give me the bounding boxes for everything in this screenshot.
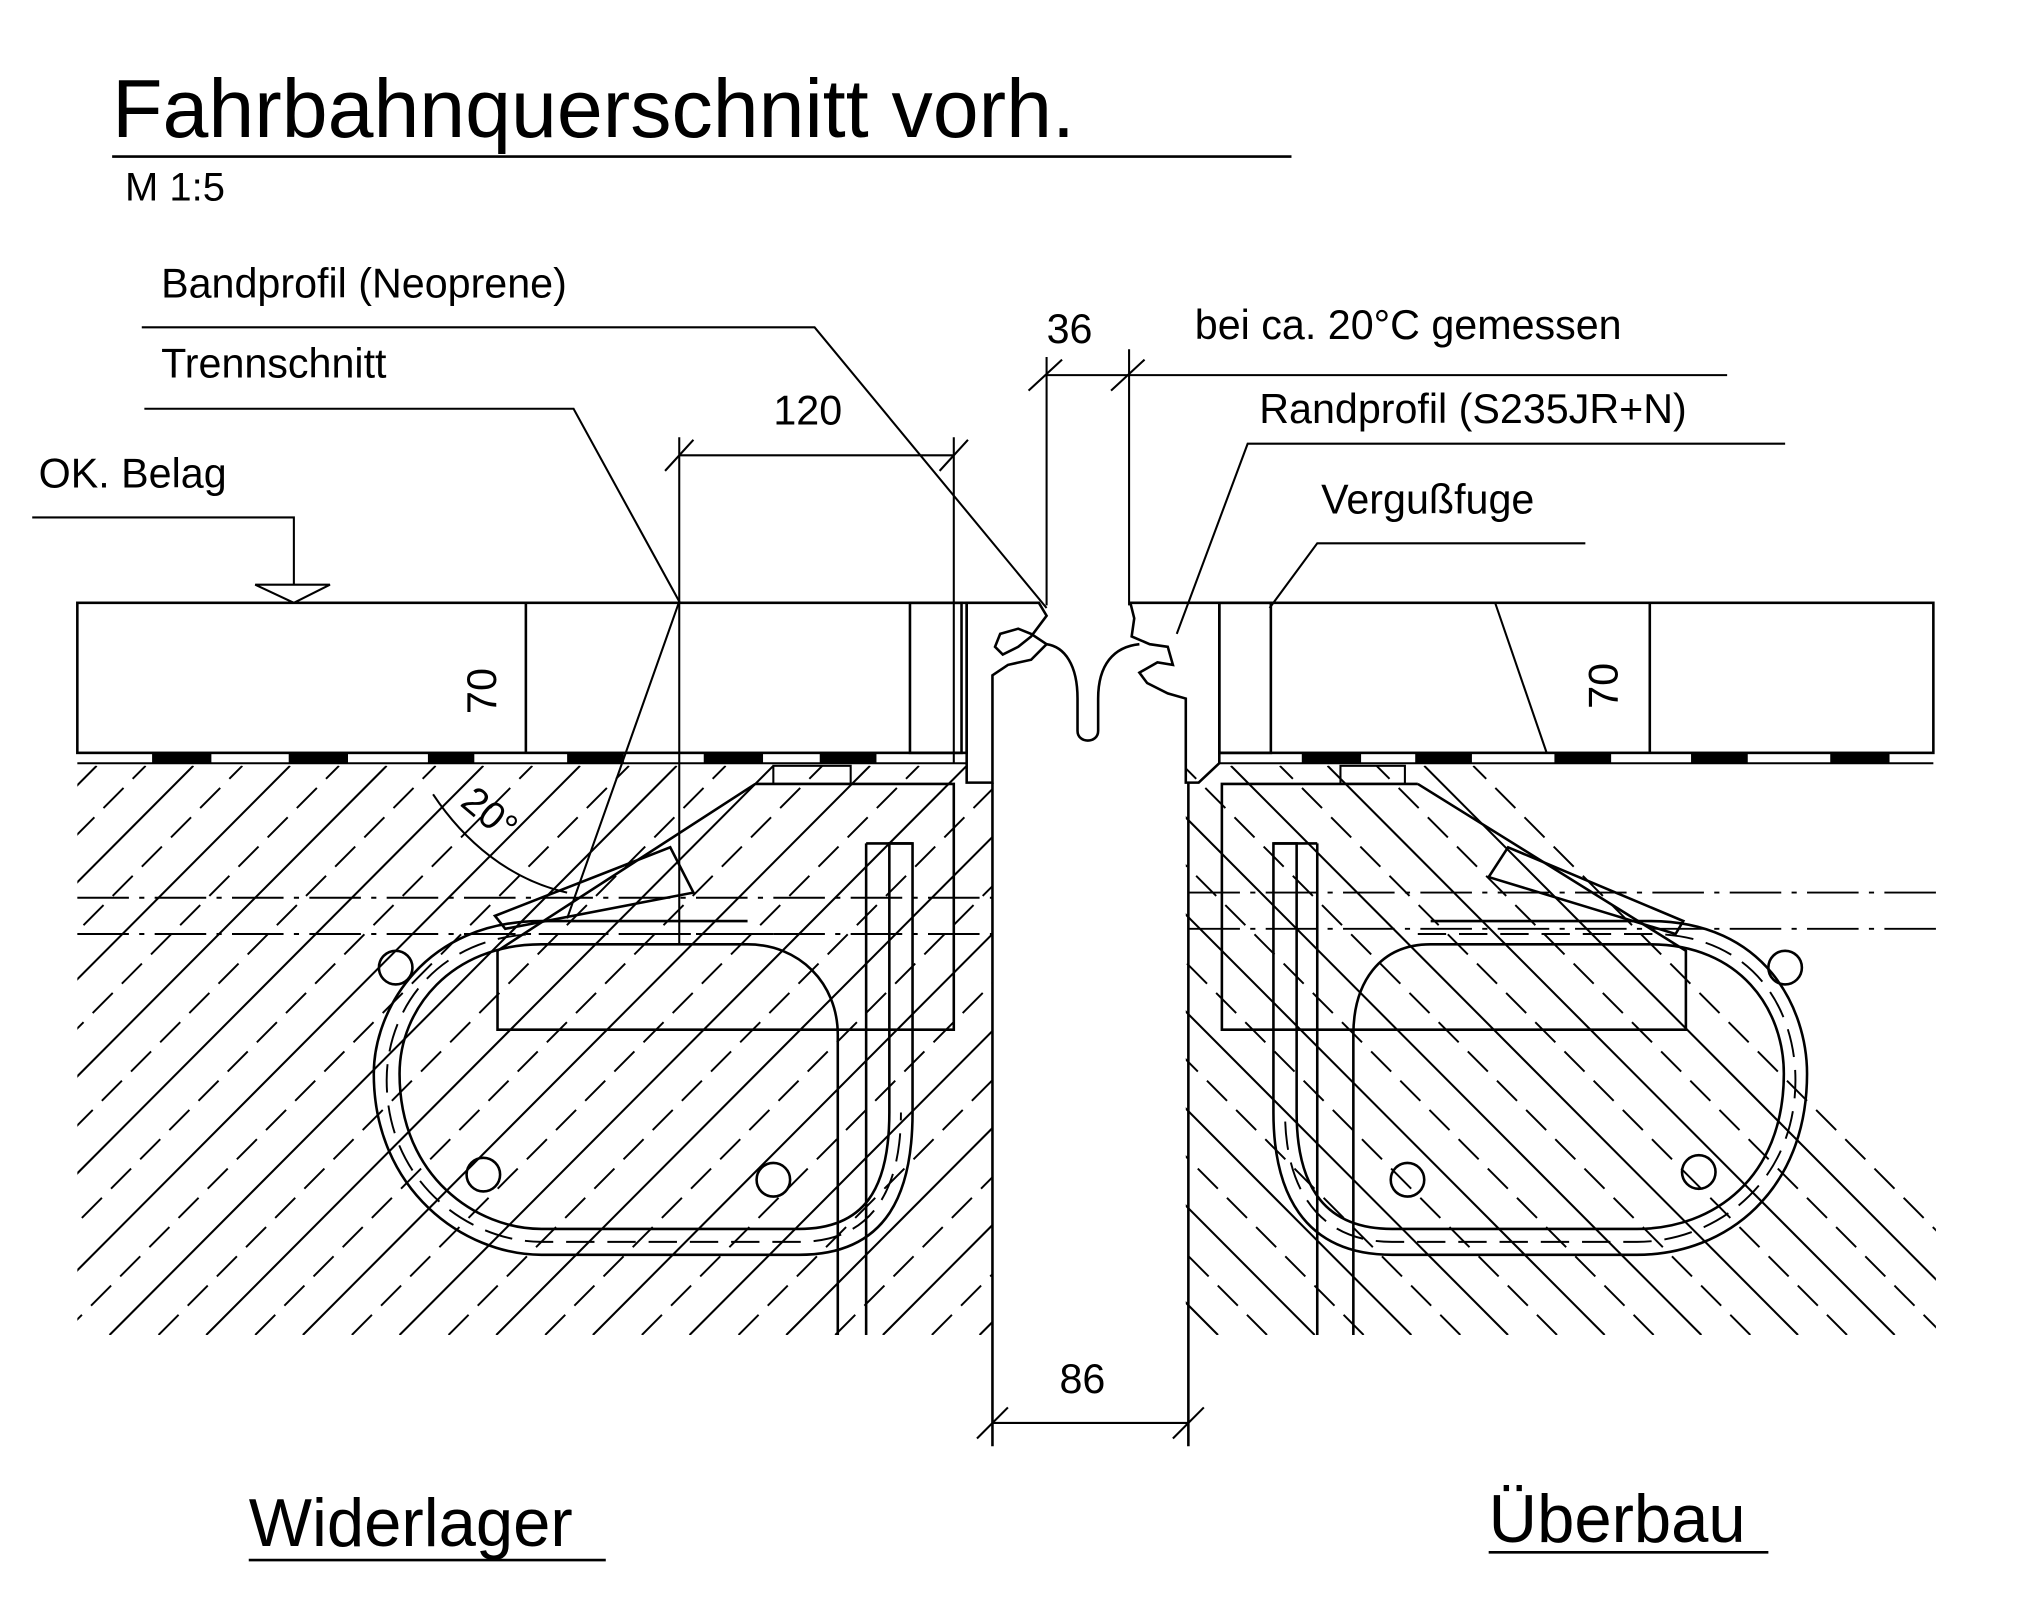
hatch-line-dashed xyxy=(157,765,727,1335)
hatch-line xyxy=(77,765,291,981)
hatch-line-dashed xyxy=(1375,765,1936,1329)
pavement-left xyxy=(76,601,968,755)
hatch-line xyxy=(688,1029,993,1335)
label-vergussfuge: Vergußfuge xyxy=(1321,476,1534,522)
strip-dash xyxy=(1301,752,1362,764)
strip-dash xyxy=(819,752,877,764)
hatch-line xyxy=(77,765,388,1078)
hatch-line-dashed xyxy=(1185,767,1752,1335)
strip-dash xyxy=(1830,752,1890,764)
hatch-line xyxy=(77,765,485,1175)
hatch-line-dashed xyxy=(834,1175,993,1335)
hatch-line-dashed xyxy=(737,1078,993,1335)
strip-dash xyxy=(152,752,212,764)
hatch-line xyxy=(1230,765,1799,1335)
hatch-line xyxy=(302,765,871,1335)
dimension-lines xyxy=(664,349,1205,1440)
dimension-36: 36 xyxy=(1047,306,1093,352)
hatch-line-dashed xyxy=(77,765,630,1321)
hatch-line xyxy=(495,835,993,1335)
label-trennschnitt: Trennschnitt xyxy=(161,341,387,387)
hatch-line-dashed xyxy=(77,765,147,836)
dimension-86: 86 xyxy=(1059,1356,1105,1402)
superstructure-concrete-hatch xyxy=(0,765,1936,1335)
rebar-loop-right xyxy=(1272,842,1809,1335)
hatch-line-dashed xyxy=(1279,765,1848,1335)
anchor-block-right xyxy=(1220,782,1688,1031)
edge-profile-right xyxy=(1128,601,1221,784)
strip-dash xyxy=(567,752,624,764)
strip-dash xyxy=(703,752,764,764)
dimension-120: 120 xyxy=(773,387,842,433)
hatch-line xyxy=(77,765,98,787)
pavement-right xyxy=(1218,601,1935,755)
hatch-line-dashed xyxy=(1472,765,1936,1232)
dimension-70-right: 70 xyxy=(1581,663,1627,709)
hatch-line-dashed xyxy=(0,766,49,1335)
hatch-line xyxy=(77,765,581,1272)
hatch-line-dashed xyxy=(1185,1058,1462,1335)
hatch-line xyxy=(1423,765,1936,1281)
hatch-line-dashed xyxy=(1185,864,1655,1335)
label-ueberbau: Überbau xyxy=(1489,1482,1746,1557)
hatch-line xyxy=(205,765,775,1335)
label-temperature-note: bei ca. 20°C gemessen xyxy=(1195,302,1622,348)
label-ok-belag: OK. Belag xyxy=(39,451,227,497)
hatch-line-dashed xyxy=(77,765,437,1127)
strip-dash xyxy=(1691,752,1748,764)
rebar-loop-left xyxy=(372,842,914,1335)
hatch-line xyxy=(592,932,993,1335)
angle-20-degrees: 20° xyxy=(453,779,525,850)
hatch-line xyxy=(1185,1010,1509,1335)
hatch-line-dashed xyxy=(77,765,340,1030)
drawing-title: Fahrbahnquerschnitt vorh. xyxy=(112,62,1075,155)
waterproofing-strip xyxy=(77,751,1934,765)
edge-profile-left xyxy=(965,601,1049,784)
scale-label: M 1:5 xyxy=(125,165,225,209)
label-widerlager: Widerlager xyxy=(249,1486,573,1561)
vergussfuge-joint xyxy=(1218,601,1273,755)
strip-dash xyxy=(1554,752,1612,764)
hatch-line-dashed xyxy=(1185,961,1558,1335)
strip-dash xyxy=(427,752,475,764)
hatch-line xyxy=(77,765,195,884)
hatch-line-dashed xyxy=(544,884,993,1335)
hatch-line-dashed xyxy=(1125,766,1692,1335)
hatch-line-dashed xyxy=(641,981,993,1335)
dimension-70-left: 70 xyxy=(459,668,505,714)
strip-dash xyxy=(288,752,349,764)
hatch-line xyxy=(1326,765,1896,1335)
hatch-line-dashed xyxy=(447,787,993,1335)
hatch-line-dashed xyxy=(1185,1155,1365,1335)
hatch-line-dashed xyxy=(77,765,243,933)
abutment-concrete-hatch xyxy=(0,765,1692,1335)
hatch-line xyxy=(882,1223,993,1335)
hatch-line xyxy=(398,765,968,1335)
hatch-line-dashed xyxy=(254,765,824,1335)
label-randprofil: Randprofil (S235JR+N) xyxy=(1259,386,1686,432)
strip-dash xyxy=(1415,752,1472,764)
neoprene-band-profile xyxy=(1046,642,1140,742)
hatch-line xyxy=(0,766,541,1335)
hatch-line-dashed xyxy=(77,765,534,1224)
label-bandprofil: Bandprofil (Neoprene) xyxy=(161,260,567,306)
hatch-line xyxy=(785,1126,993,1335)
hatch-line-dashed xyxy=(351,765,920,1335)
leader-lines xyxy=(32,326,1786,919)
hatch-line xyxy=(1185,913,1606,1335)
hatch-line xyxy=(108,765,678,1335)
hatch-line xyxy=(1185,816,1703,1335)
hatch-line xyxy=(1185,1204,1316,1335)
